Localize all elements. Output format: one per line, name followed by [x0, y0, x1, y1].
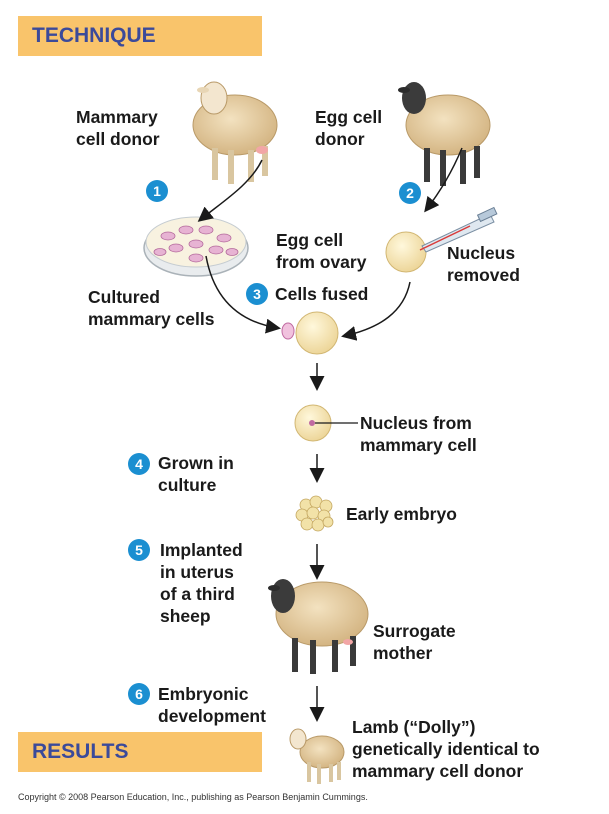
fused-cells-icon	[281, 311, 339, 355]
step-1-badge: 1	[146, 180, 168, 202]
petri-dish-icon	[143, 216, 249, 277]
results-banner: RESULTS	[18, 732, 262, 772]
process-arrows	[197, 147, 463, 722]
step-2-badge: 2	[399, 182, 421, 204]
lamb-dolly-icon	[289, 728, 345, 784]
step-4-badge: 4	[128, 453, 150, 475]
mammary-donor-sheep-icon	[192, 81, 278, 184]
copyright-text: Copyright © 2008 Pearson Education, Inc.…	[18, 792, 368, 802]
step-5-badge: 5	[128, 539, 150, 561]
surrogate-sheep-icon	[268, 579, 369, 674]
egg-donor-sheep-icon	[398, 82, 491, 186]
step-3-badge: 3	[246, 283, 268, 305]
early-embryo-label: Early embryo	[346, 504, 457, 524]
egg-with-nucleus-icon	[294, 404, 358, 442]
step-6-badge: 6	[128, 683, 150, 705]
arrow-egg-to-fused	[341, 281, 411, 341]
arrow-dish-to-fused	[205, 255, 281, 334]
arrow-donor-to-egg	[424, 147, 463, 213]
pipette-icon	[419, 206, 498, 253]
arrow-donor-to-dish	[197, 159, 263, 222]
egg-cell-icon	[385, 231, 427, 273]
technique-banner: TECHNIQUE	[18, 16, 262, 56]
early-embryo-icon	[295, 495, 334, 532]
cells-fused-label: Cells fused	[275, 284, 369, 304]
